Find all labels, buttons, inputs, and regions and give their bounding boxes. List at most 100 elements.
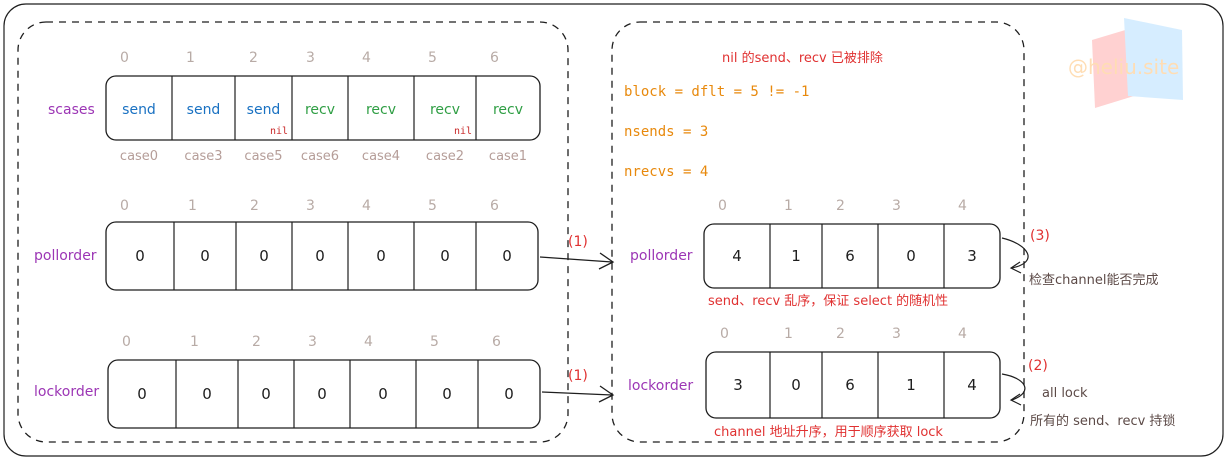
recv-cell-label: recv [493,102,523,118]
lockorder-left-label: lockorder [34,384,99,400]
cell-value: 0 [261,385,271,403]
cell-value: 0 [317,385,327,403]
cell-value: 0 [440,247,450,265]
lockorder-arrow: (1) [541,368,615,403]
case-label: case2 [426,149,464,164]
pollorder-arrow: (1) [539,234,615,270]
index-label: 4 [958,326,967,342]
index-label: 3 [308,334,317,350]
case-label: case5 [244,149,282,164]
step2-subtext: 所有的 send、recv 持锁 [1030,413,1175,429]
cell-value: 4 [732,247,742,265]
send-cell-label: send [247,102,281,118]
index-label: 0 [120,198,129,214]
case-label: case3 [184,149,222,164]
nil-marker: nil [454,126,472,137]
right-title: nil 的send、recv 已被排除 [722,50,883,66]
index-label: 5 [430,334,439,350]
index-label: 4 [362,50,371,66]
outer-frame [3,3,1224,457]
index-label: 3 [892,198,901,214]
step2-curve-arrow [1001,373,1026,401]
index-label: 6 [490,198,499,214]
index-label: 4 [958,198,967,214]
index-label: 1 [784,326,793,342]
index-label: 4 [362,198,371,214]
index-label: 0 [718,198,727,214]
pollorder-step-label: (1) [568,234,588,250]
send-cell-label: send [122,102,156,118]
index-label: 4 [364,334,373,350]
cell-value: 1 [906,376,916,394]
cell-value: 0 [202,385,212,403]
cell-value: 6 [845,247,855,265]
index-label: 5 [428,50,437,66]
cell-value: 0 [376,247,386,265]
pollorder-right-index-row: 0 1 2 3 4 [718,198,967,214]
index-label: 0 [720,326,729,342]
step3-text: 检查channel能否完成 [1029,273,1158,288]
scases-label: scases [48,102,95,118]
nil-marker: nil [270,126,288,137]
cell-value: 3 [733,376,743,394]
pollorder-left-label: pollorder [34,248,97,264]
index-label: 0 [120,50,129,66]
recv-cell-label: recv [305,102,335,118]
cell-value: 0 [137,385,147,403]
pollorder-right-label: pollorder [630,248,693,264]
case-label: case0 [120,149,158,164]
cell-value: 0 [504,385,514,403]
step3-label: (3) [1030,228,1050,244]
step2-label: (2) [1028,358,1048,374]
cell-value: 0 [259,247,269,265]
lockorder-step-label: (1) [568,368,588,384]
cell-value: 0 [135,247,145,265]
cell-value: 4 [967,376,977,394]
index-label: 2 [836,326,845,342]
index-label: 0 [122,334,131,350]
cell-value: 0 [378,385,388,403]
index-label: 2 [250,198,259,214]
index-label: 3 [892,326,901,342]
index-label: 1 [784,198,793,214]
index-label: 2 [249,50,258,66]
recv-cell-label: recv [366,102,396,118]
lockorder-right-label: lockorder [628,378,693,394]
cell-value: 0 [200,247,210,265]
nsends-line: nsends = 3 [624,124,708,140]
cell-value: 3 [967,247,977,265]
cell-value: 1 [791,247,801,265]
index-label: 1 [188,198,197,214]
index-label: 2 [836,198,845,214]
watermark-text: @heliu.site [1068,55,1179,79]
step3-curve-arrow [1001,237,1029,269]
cell-value: 0 [791,376,801,394]
case-label: case6 [301,149,339,164]
recv-cell-label: recv [430,102,460,118]
lockorder-right-index-row: 0 1 2 3 4 [720,326,967,342]
case-label: case4 [362,149,400,164]
index-label: 5 [428,198,437,214]
cell-value: 0 [502,247,512,265]
lockorder-right-caption: channel 地址升序，用于顺序获取 lock [714,425,943,440]
index-label: 3 [306,50,315,66]
watermark-logo: @heliu.site [1068,18,1183,108]
pollorder-right-caption: send、recv 乱序，保证 select 的随机性 [708,293,948,309]
index-label: 1 [190,334,199,350]
pollorder-right-array: 4 1 6 0 3 [703,223,1001,289]
cell-value: 6 [845,376,855,394]
block-line: block = dflt = 5 != -1 [624,84,809,100]
index-label: 1 [186,50,195,66]
step2-text: all lock [1042,386,1088,401]
lockorder-right-array: 3 0 6 1 4 [705,351,1001,419]
step3-annotation: (3) 检查channel能否完成 [1001,228,1158,288]
case-label: case1 [489,149,527,164]
cell-value: 0 [906,247,916,265]
index-label: 2 [252,334,261,350]
scases-case-row: case0 case3 case5 case6 case4 case2 case1 [120,149,527,164]
